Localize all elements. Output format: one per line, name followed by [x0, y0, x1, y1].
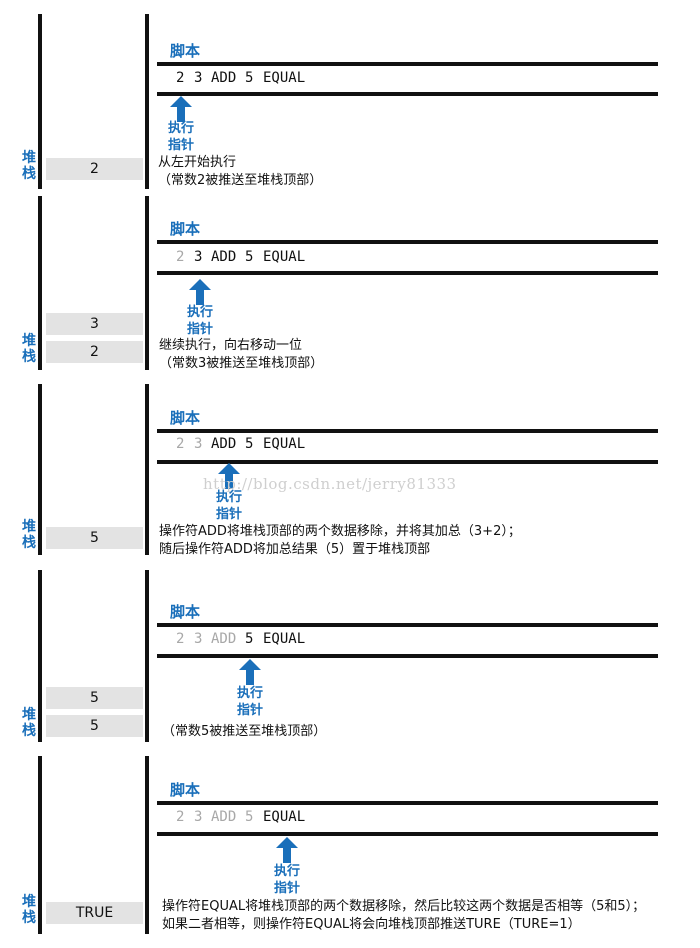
script-token: ADD: [211, 436, 237, 452]
execution-pointer-label: 执行指针: [236, 686, 263, 718]
script-top-rule: [157, 623, 658, 627]
watermark: http://blog.csdn.net/jerry81333: [203, 475, 457, 493]
stack-left-rule: [38, 14, 42, 189]
stack-label: 堆栈: [22, 519, 36, 551]
script-token: ADD: [211, 249, 237, 265]
script-top-rule: [157, 240, 658, 244]
script-token: 3: [194, 249, 203, 265]
up-arrow-icon: [189, 279, 211, 305]
up-arrow-icon: [276, 837, 298, 863]
script-token: 2: [176, 809, 185, 825]
script-token: 2: [176, 249, 185, 265]
up-arrow-icon: [218, 463, 240, 489]
stack-cell: 2: [46, 158, 143, 180]
execution-pointer-label: 执行指针: [167, 121, 194, 153]
execution-pointer-label: 执行指针: [186, 305, 213, 337]
script-token: EQUAL: [263, 70, 306, 86]
step-description: 操作符ADD将堆栈顶部的两个数据移除，并将其加总（3+2）；随后操作符ADD将加…: [159, 524, 521, 557]
script-token: 5: [245, 809, 254, 825]
step-description: 继续执行，向右移动一位（常数3被推送至堆栈顶部）: [159, 338, 324, 371]
script-token: 5: [245, 436, 254, 452]
stack-right-rule: [145, 756, 149, 934]
script-label: 脚本: [170, 603, 201, 621]
script-bottom-rule: [157, 460, 658, 464]
stack-cell: TRUE: [46, 902, 143, 924]
script-token: EQUAL: [263, 631, 306, 647]
stack-right-rule: [145, 384, 149, 555]
script-token: 3: [194, 436, 203, 452]
stack-left-rule: [38, 196, 42, 370]
stack-label: 堆栈: [22, 894, 36, 926]
stack-right-rule: [145, 14, 149, 189]
stack-left-rule: [38, 756, 42, 934]
script-token: 5: [245, 70, 254, 86]
script-token: 3: [194, 70, 203, 86]
script-token: 5: [245, 249, 254, 265]
script-token: 3: [194, 631, 203, 647]
step-description: （常数5被推送至堆栈顶部）: [162, 724, 327, 739]
stack-label: 堆栈: [22, 707, 36, 739]
stack-cell: 2: [46, 341, 143, 363]
script-token: EQUAL: [263, 249, 306, 265]
script-token: EQUAL: [263, 809, 306, 825]
script-top-rule: [157, 429, 658, 433]
script-token: 2: [176, 631, 185, 647]
step-description: 操作符EQUAL将堆栈顶部的两个数据移除，然后比较这两个数据是否相等（5和5）；…: [162, 899, 646, 932]
stack-left-rule: [38, 384, 42, 555]
stack-label: 堆栈: [22, 333, 36, 365]
script-bottom-rule: [157, 92, 658, 96]
stack-label: 堆栈: [22, 150, 36, 182]
stack-cell: 3: [46, 313, 143, 335]
up-arrow-icon: [170, 96, 192, 122]
script-token: 3: [194, 809, 203, 825]
script-top-rule: [157, 801, 658, 805]
script-token: 2: [176, 436, 185, 452]
execution-pointer-label: 执行指针: [215, 490, 242, 522]
script-token: ADD: [211, 809, 237, 825]
script-top-rule: [157, 62, 658, 66]
script-bottom-rule: [157, 654, 658, 658]
execution-pointer-label: 执行指针: [273, 864, 300, 896]
stack-right-rule: [145, 570, 149, 742]
script-token: EQUAL: [263, 436, 306, 452]
script-token: ADD: [211, 70, 237, 86]
script-label: 脚本: [170, 42, 201, 60]
stack-cell: 5: [46, 715, 143, 737]
script-bottom-rule: [157, 832, 658, 836]
stack-left-rule: [38, 570, 42, 742]
script-token: 5: [245, 631, 254, 647]
script-label: 脚本: [170, 781, 201, 799]
step-description: 从左开始执行（常数2被推送至堆栈顶部）: [158, 155, 323, 188]
script-label: 脚本: [170, 409, 201, 427]
script-token: ADD: [211, 631, 237, 647]
script-label: 脚本: [170, 220, 201, 238]
script-bottom-rule: [157, 271, 658, 275]
stack-cell: 5: [46, 687, 143, 709]
script-token: 2: [176, 70, 185, 86]
stack-cell: 5: [46, 527, 143, 549]
up-arrow-icon: [239, 659, 261, 685]
stack-right-rule: [145, 196, 149, 370]
